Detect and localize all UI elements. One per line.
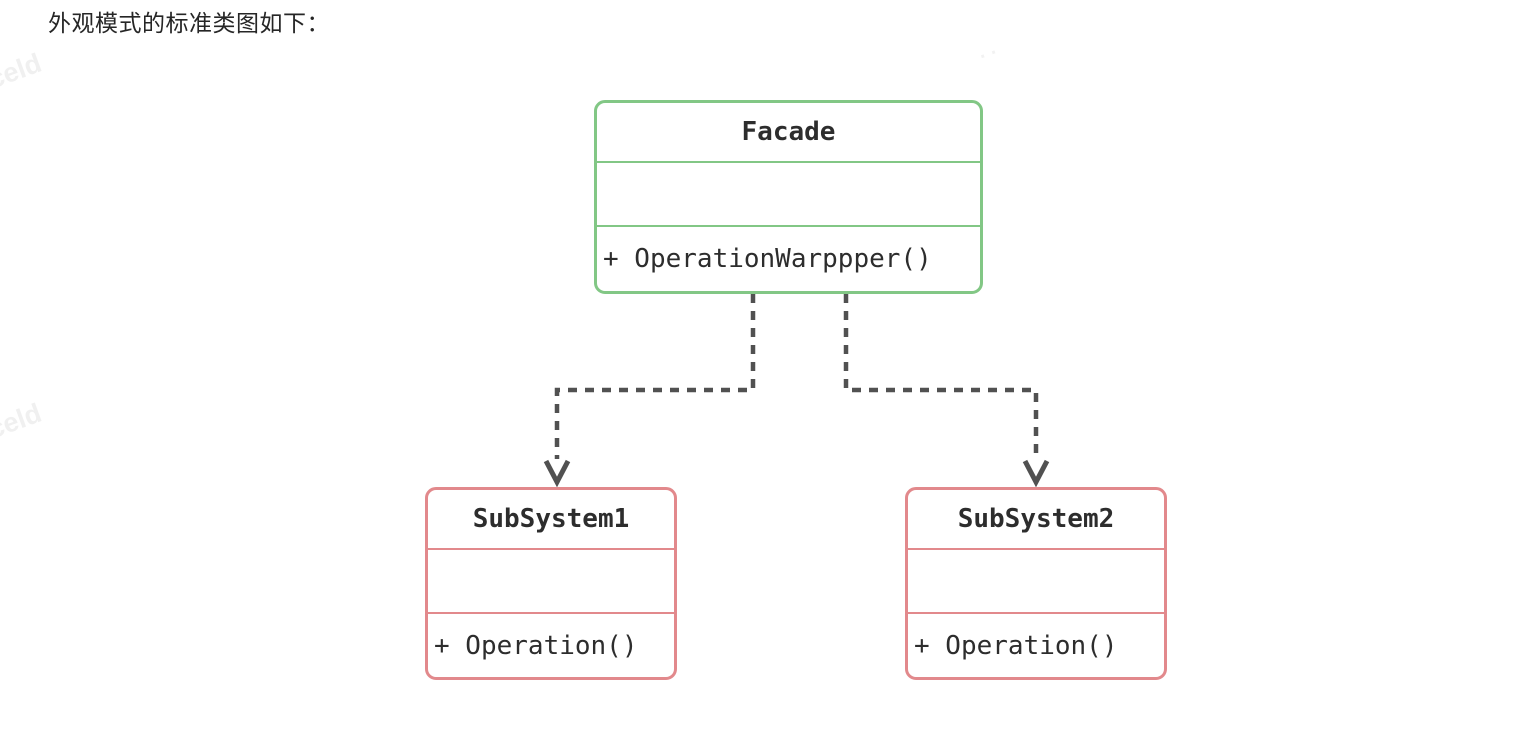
- arrowhead-down-icon: [1022, 459, 1050, 488]
- class-box-facade: Facade + OperationWarppper(): [594, 100, 983, 294]
- class-box-subsystem2: SubSystem2 + Operation(): [905, 487, 1167, 680]
- class-name: Facade: [597, 103, 980, 163]
- class-method: + Operation(): [434, 630, 638, 661]
- class-name: SubSystem2: [908, 490, 1164, 550]
- class-method: + Operation(): [914, 630, 1118, 661]
- class-attributes-empty: [597, 163, 980, 227]
- class-method: + OperationWarppper(): [603, 244, 932, 274]
- class-attributes-empty: [908, 550, 1164, 614]
- arrowhead-down-icon: [543, 459, 571, 488]
- class-name: SubSystem1: [428, 490, 674, 550]
- class-box-subsystem1: SubSystem1 + Operation(): [425, 487, 677, 680]
- class-attributes-empty: [428, 550, 674, 614]
- dependency-arrow-facade-to-subsystem2: [843, 294, 1050, 488]
- dependency-arrow-facade-to-subsystem1: [543, 294, 756, 488]
- page-title: 外观模式的标准类图如下：: [48, 10, 330, 36]
